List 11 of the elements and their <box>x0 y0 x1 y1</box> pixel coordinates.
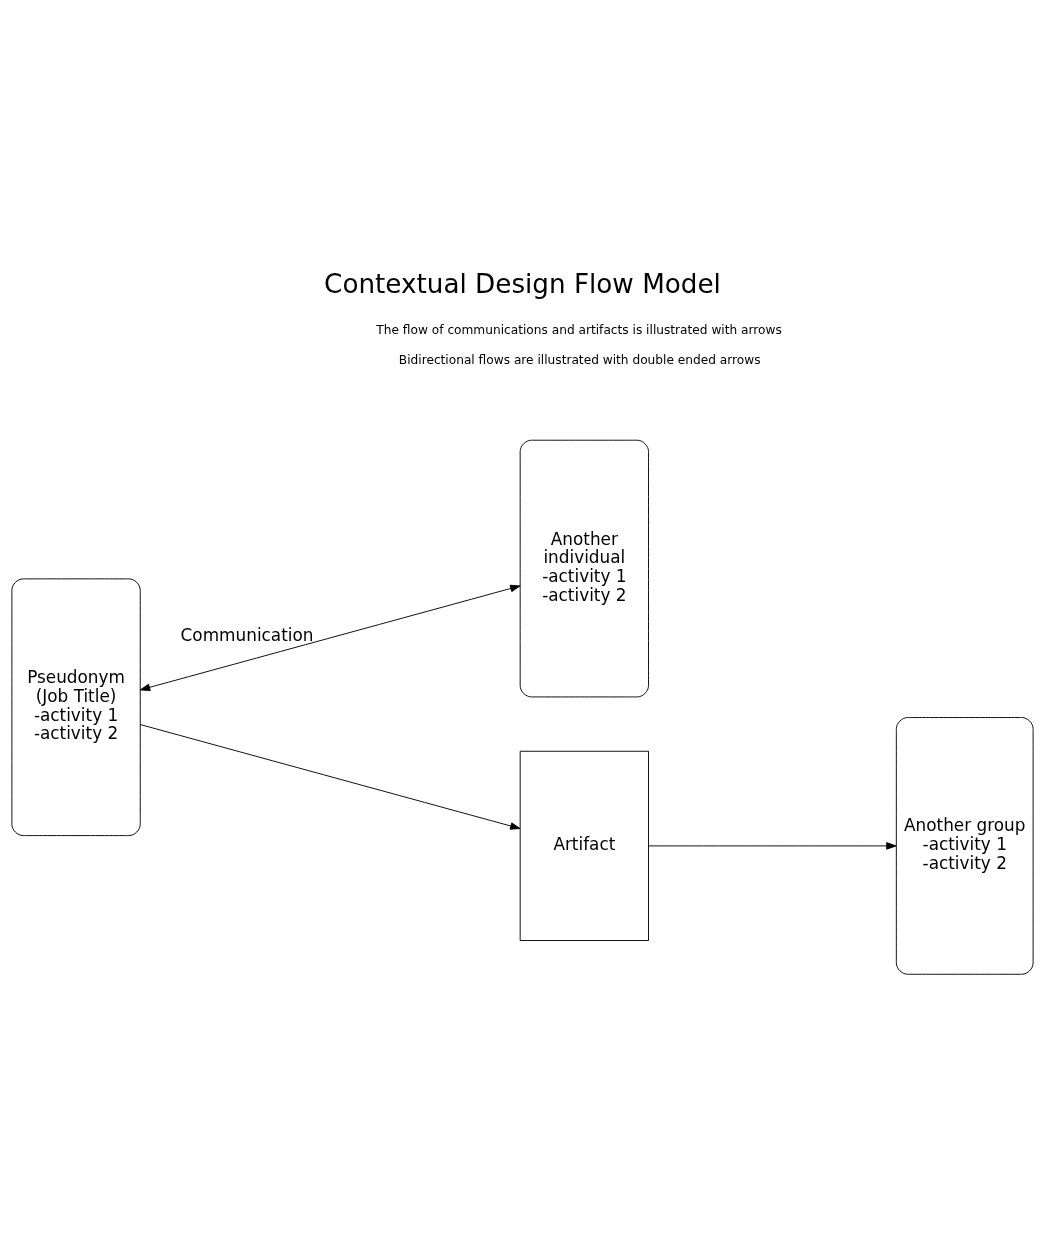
diagram-title: Contextual Design Flow Model <box>324 269 721 300</box>
node-box: Artifact <box>519 750 649 941</box>
edge-label: Communication <box>180 625 314 646</box>
node-box: Another individual -activity 1 -activity 2 <box>519 439 649 698</box>
node-box: Pseudonym (Job Title) -activity 1 -activity 2 <box>11 578 141 837</box>
legend-label: Bidirectional flows are illustrated with double ended arrows <box>398 352 761 367</box>
arrow <box>648 842 897 850</box>
node-box: Another group -activity 1 -activity 2 <box>895 717 1034 975</box>
arrow <box>139 584 521 692</box>
legend-label: The flow of communications and artifacts is illustrated with arrows <box>376 322 782 337</box>
arrow <box>139 724 521 830</box>
